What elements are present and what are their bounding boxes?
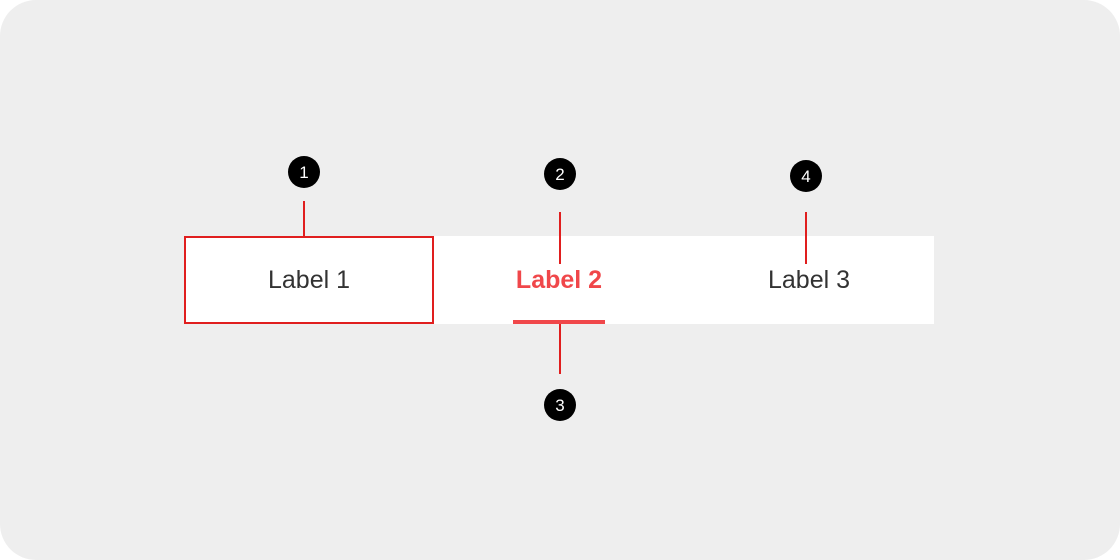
tab-label-2[interactable]: Label 2 (434, 236, 684, 324)
tab-label-1[interactable]: Label 1 (184, 236, 434, 324)
tab-label-1-text: Label 1 (267, 265, 351, 294)
tab-label-2-text: Label 2 (515, 265, 603, 294)
tab-label-3-text: Label 3 (767, 265, 851, 294)
tab-label-3[interactable]: Label 3 (684, 236, 934, 324)
callout-marker-4: 4 (790, 160, 822, 192)
active-tab-indicator (513, 320, 605, 324)
callout-line-2 (559, 212, 561, 264)
callout-marker-3: 3 (544, 389, 576, 421)
callout-marker-1: 1 (288, 156, 320, 188)
callout-marker-2: 2 (544, 158, 576, 190)
callout-line-3 (559, 324, 561, 374)
callout-line-1 (303, 201, 305, 237)
callout-line-4 (805, 212, 807, 264)
